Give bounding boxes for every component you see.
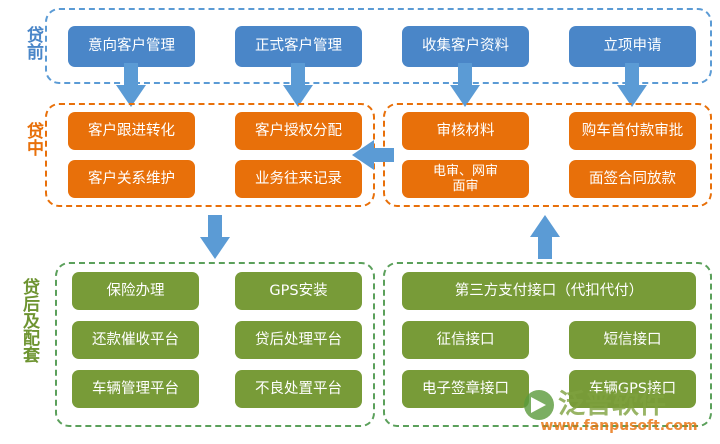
node-intent-customer-management[interactable]: 意向客户管理 [68,26,195,67]
arrow-pre-to-mid-4 [617,63,647,107]
group-pre-loan [45,8,712,84]
node-project-application[interactable]: 立项申请 [569,26,696,67]
arrow-post-to-mid-right [530,215,560,259]
arrow-pre-to-mid-1 [116,63,146,107]
arrow-pre-to-mid-3 [450,63,480,107]
node-repayment-collection-platform[interactable]: 还款催收平台 [72,321,199,359]
node-customer-relationship-maintenance[interactable]: 客户关系维护 [68,160,195,198]
arrow-mid-right-to-left [352,140,394,170]
node-bad-asset-disposal-platform[interactable]: 不良处置平台 [235,370,362,408]
node-customer-authorization-allocation[interactable]: 客户授权分配 [235,112,362,150]
arrow-mid-to-post-left [200,215,230,259]
node-credit-report-interface[interactable]: 征信接口 [402,321,529,359]
arrow-pre-to-mid-2 [283,63,313,107]
stage-label-post-loan: 贷后及配套 [19,278,39,363]
node-sms-interface[interactable]: 短信接口 [569,321,696,359]
node-collect-customer-data[interactable]: 收集客户资料 [402,26,529,67]
node-electronic-signature-interface[interactable]: 电子签章接口 [402,370,529,408]
group-post-loan-left [55,262,375,427]
node-business-transaction-record[interactable]: 业务往来记录 [235,160,362,198]
node-vehicle-gps-interface[interactable]: 车辆GPS接口 [569,370,696,408]
stage-label-pre-loan: 贷前 [23,26,43,60]
node-car-down-payment-approval[interactable]: 购车首付款审批 [569,112,696,150]
node-post-loan-processing-platform[interactable]: 贷后处理平台 [235,321,362,359]
group-post-loan-right [383,262,712,427]
node-customer-follow-up-conversion[interactable]: 客户跟进转化 [68,112,195,150]
node-face-sign-contract-loan[interactable]: 面签合同放款 [569,160,696,198]
node-review-materials[interactable]: 审核材料 [402,112,529,150]
stage-label-mid-loan: 贷中 [23,122,43,156]
node-vehicle-management-platform[interactable]: 车辆管理平台 [72,370,199,408]
node-formal-customer-management[interactable]: 正式客户管理 [235,26,362,67]
node-gps-installation[interactable]: GPS安装 [235,272,362,310]
node-insurance-processing[interactable]: 保险办理 [72,272,199,310]
node-third-party-payment-interface[interactable]: 第三方支付接口（代扣代付） [402,272,696,310]
node-phone-online-face-review[interactable]: 电审、网审 面审 [402,160,529,198]
